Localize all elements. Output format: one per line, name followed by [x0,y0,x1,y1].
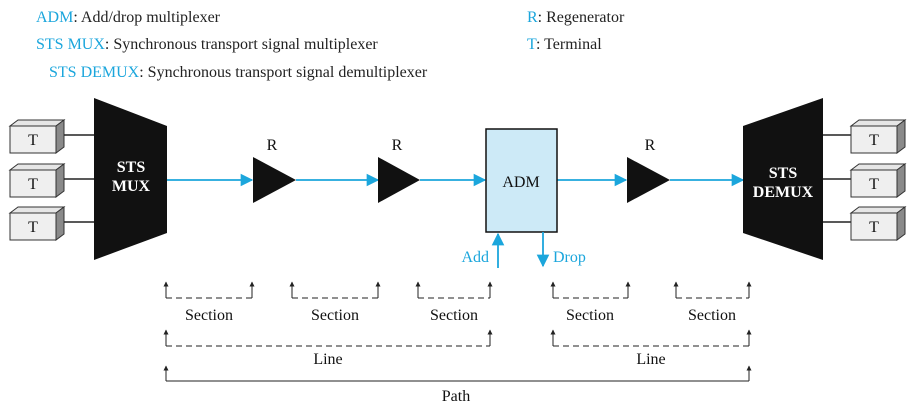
legend-demux: STS DEMUX: Synchronous transport signal … [49,64,428,81]
section-ticks [163,281,679,298]
line-spans [163,329,752,347]
demux-label-line1: STS [769,165,798,182]
regenerator-3: R [627,137,670,203]
section-label: Section [311,307,359,324]
sts-demux: STS DEMUX [743,98,823,260]
terminal-label: T [28,219,38,236]
section-label: Section [430,307,478,324]
legend-adm: ADM: Add/drop multiplexer [36,9,221,26]
terminal-right-2: T [849,163,907,198]
legend-terminal: T: Terminal [527,36,602,53]
terminal-left-3: T [8,206,66,241]
terminal-label: T [869,176,879,193]
legend: ADM: Add/drop multiplexer STS MUX: Synch… [36,9,625,81]
regenerator-2: R [378,137,420,203]
left-terminals: T T T [8,119,94,241]
adm: ADM [485,128,558,233]
regenerator-label: R [392,137,403,154]
section-label: Section [566,307,614,324]
legend-regenerator: R: Regenerator [527,9,625,26]
right-terminals: T T T [823,119,907,241]
demux-label-line2: DEMUX [753,184,814,201]
section-labels: Section Section Section Section Section [185,307,736,324]
adm-label: ADM [502,174,539,191]
mux-label-line2: MUX [112,178,151,195]
line-label: Line [636,351,665,368]
terminal-left-1: T [8,119,66,154]
terminal-left-2: T [8,163,66,198]
add-drop: Add Drop [461,232,586,268]
legend-mux: STS MUX: Synchronous transport signal mu… [36,36,378,53]
terminal-label: T [28,132,38,149]
terminal-label: T [869,132,879,149]
sts-mux: STS MUX [94,98,167,260]
terminal-label: T [28,176,38,193]
regenerator-label: R [645,137,656,154]
section-label: Section [185,307,233,324]
line-labels: Line Line [313,351,665,368]
path-span [163,365,752,382]
mux-label-line1: STS [117,159,146,176]
terminal-label: T [869,219,879,236]
terminal-right-3: T [849,206,907,241]
regenerator-label: R [267,137,278,154]
line-label: Line [313,351,342,368]
drop-label: Drop [553,249,586,266]
add-label: Add [461,249,489,266]
regenerator-1: R [253,137,296,203]
terminal-right-1: T [849,119,907,154]
section-spans [165,282,749,299]
path-label: Path [442,388,470,405]
section-label: Section [688,307,736,324]
